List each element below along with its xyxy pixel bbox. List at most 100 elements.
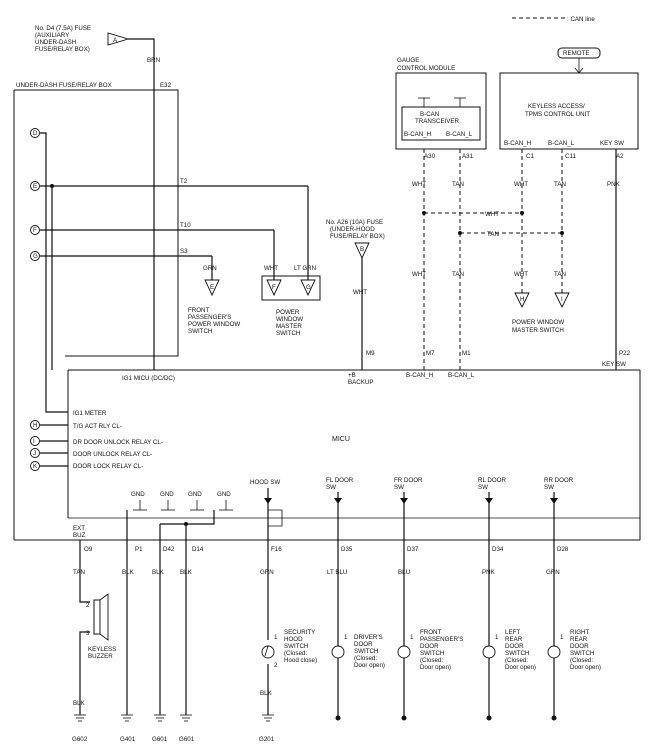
svg-text:SW: SW	[394, 484, 404, 491]
svg-text:UNDER-DASH FUSE/RELAY BOX: UNDER-DASH FUSE/RELAY BOX	[16, 82, 112, 89]
bus-tan-label: TAN	[487, 231, 499, 238]
svg-text:TAN: TAN	[73, 569, 85, 576]
connector-h	[30, 420, 40, 430]
driver-door-switch: 1 DRIVER'S DOOR SWITCH (Closed: Door ope…	[331, 540, 385, 721]
keyless-tpms-control-unit: REMOTE KEYLESS ACCESS/ TPMS CONTROL UNIT…	[499, 47, 639, 160]
svg-text:C1: C1	[526, 153, 534, 160]
b-can-transceiver	[401, 106, 481, 141]
svg-text:TAN: TAN	[452, 181, 464, 188]
connector-f	[30, 225, 40, 235]
rr-door-switch-icon	[547, 645, 561, 659]
svg-text:LT BLU: LT BLU	[327, 569, 347, 576]
svg-text:SWITCH: SWITCH	[188, 328, 212, 335]
svg-text:BLK: BLK	[73, 700, 86, 707]
svg-text:UNDER-DASH: UNDER-DASH	[35, 39, 76, 46]
svg-text:1: 1	[274, 634, 278, 641]
connector-f-tri-icon	[266, 279, 282, 297]
connector-d	[30, 128, 40, 138]
svg-text:F: F	[272, 284, 276, 291]
power-window-master-switch-fg: F G POWER WINDOW MASTER SWITCH	[261, 275, 321, 337]
security-hood-switch: 1 2 SECURITY HOOD SWITCH (Closed: Hood c…	[260, 629, 317, 697]
buzzer-icon	[99, 593, 109, 641]
svg-text:1: 1	[495, 634, 499, 641]
svg-text:KEYLESS ACCESS/: KEYLESS ACCESS/	[528, 103, 585, 110]
svg-text:F: F	[33, 227, 37, 234]
svg-text:WHT: WHT	[412, 181, 426, 188]
svg-text:SWITCH: SWITCH	[570, 650, 594, 657]
svg-text:B-CAN_L: B-CAN_L	[548, 140, 575, 147]
micu-ground-internals: GND GND GND GND	[126, 491, 233, 540]
svg-text:REAR: REAR	[505, 636, 523, 643]
left-rear-door-switch: 1 LEFT REAR DOOR SWITCH (Closed: Door op…	[482, 540, 536, 721]
bottom-pins: O9 P1 D42 D14 F16 D35 D37 D34 D28 TAN BL…	[73, 546, 569, 576]
svg-text:POWER WINDOW: POWER WINDOW	[188, 321, 240, 328]
svg-text:WHT: WHT	[412, 271, 426, 278]
fuse-d4: No. D4 (7.5A) FUSE (AUXILIARY UNDER-DASH…	[35, 25, 160, 86]
connector-b-icon	[354, 242, 370, 260]
keyless-buzzer: 2 3 KEYLESS BUZZER BLK	[73, 540, 116, 715]
svg-text:E: E	[210, 284, 214, 291]
svg-text:O9: O9	[84, 546, 93, 553]
can-legend-label: : CAN line	[567, 16, 595, 23]
fp-door-switch-icon	[397, 645, 411, 659]
svg-text:BLK: BLK	[260, 690, 273, 697]
svg-text:T2: T2	[180, 178, 188, 185]
svg-text:D42: D42	[163, 546, 175, 553]
svg-text:E32: E32	[160, 82, 172, 89]
svg-text:DOOR: DOOR	[505, 643, 524, 650]
svg-text:TRANSCEIVER: TRANSCEIVER	[415, 118, 460, 125]
svg-text:B: B	[360, 246, 364, 253]
svg-text:SECURITY: SECURITY	[284, 629, 315, 636]
svg-text:POWER WINDOW: POWER WINDOW	[512, 319, 564, 326]
svg-text:B-CAN_L: B-CAN_L	[448, 372, 475, 379]
hood-switch-icon	[261, 645, 275, 659]
svg-text:DOOR: DOOR	[354, 641, 373, 648]
svg-text:D34: D34	[492, 546, 504, 553]
svg-text:TAN: TAN	[554, 271, 566, 278]
svg-text:BLK: BLK	[152, 569, 165, 576]
svg-text:TPMS CONTROL UNIT: TPMS CONTROL UNIT	[525, 111, 590, 118]
fuse-a26: No. A26 (10A) FUSE (UNDER-HOOD FUSE/RELA…	[326, 219, 385, 370]
connector-i	[30, 436, 40, 446]
svg-text:DOOR: DOOR	[420, 643, 439, 650]
svg-text:FRONT: FRONT	[188, 307, 210, 314]
svg-text:D: D	[33, 130, 38, 137]
svg-text:SW: SW	[478, 484, 488, 491]
svg-text:RR DOOR: RR DOOR	[544, 477, 574, 484]
micu-label: MICU	[332, 436, 350, 443]
svg-text:B-CAN_H: B-CAN_H	[404, 131, 431, 138]
svg-text:GND: GND	[131, 491, 145, 498]
svg-text:BUZ: BUZ	[73, 532, 86, 539]
svg-text:1: 1	[410, 634, 414, 641]
svg-text:KEYLESS: KEYLESS	[88, 646, 116, 653]
svg-text:FRONT: FRONT	[420, 629, 442, 636]
underdash-fuse-relay-box: UNDER-DASH FUSE/RELAY BOX E32	[13, 82, 179, 540]
svg-text:RL DOOR: RL DOOR	[478, 477, 506, 484]
svg-text:P22: P22	[619, 350, 631, 357]
svg-text:Door open): Door open)	[420, 664, 451, 671]
svg-text:BACKUP: BACKUP	[348, 379, 373, 386]
svg-text:F16: F16	[271, 546, 282, 553]
svg-text:(Closed:: (Closed:	[505, 657, 528, 664]
svg-text:E: E	[33, 183, 37, 190]
svg-text:3: 3	[86, 630, 90, 637]
connector-e	[30, 181, 40, 191]
ground-g401: G401	[120, 736, 136, 743]
ground-symbols: G602 G401 G601 G601 G201	[72, 714, 275, 743]
micu-module: MICU IG1 MICU (DC/DC) +B BACKUP M9 M7 M1…	[14, 350, 641, 541]
svg-text:2: 2	[274, 662, 278, 669]
right-rear-door-switch: 1 RIGHT REAR DOOR SWITCH (Closed: Door o…	[547, 540, 601, 721]
svg-text:CONTROL MODULE: CONTROL MODULE	[397, 65, 455, 72]
svg-text:1: 1	[344, 634, 348, 641]
svg-text:M9: M9	[366, 350, 375, 357]
left-connectors-hk: H I J K	[30, 420, 68, 471]
svg-text:LEFT: LEFT	[505, 629, 520, 636]
svg-text:D37: D37	[407, 546, 419, 553]
svg-text:SW: SW	[326, 484, 336, 491]
svg-text:T10: T10	[180, 222, 191, 229]
svg-text:BUZZER: BUZZER	[88, 653, 113, 660]
svg-text:SWITCH: SWITCH	[276, 330, 300, 337]
svg-text:S3: S3	[180, 248, 188, 255]
front-passenger-door-switch: 1 FRONT PASSENGER'S DOOR SWITCH (Closed:…	[397, 540, 463, 721]
svg-text:Door open): Door open)	[505, 664, 536, 671]
